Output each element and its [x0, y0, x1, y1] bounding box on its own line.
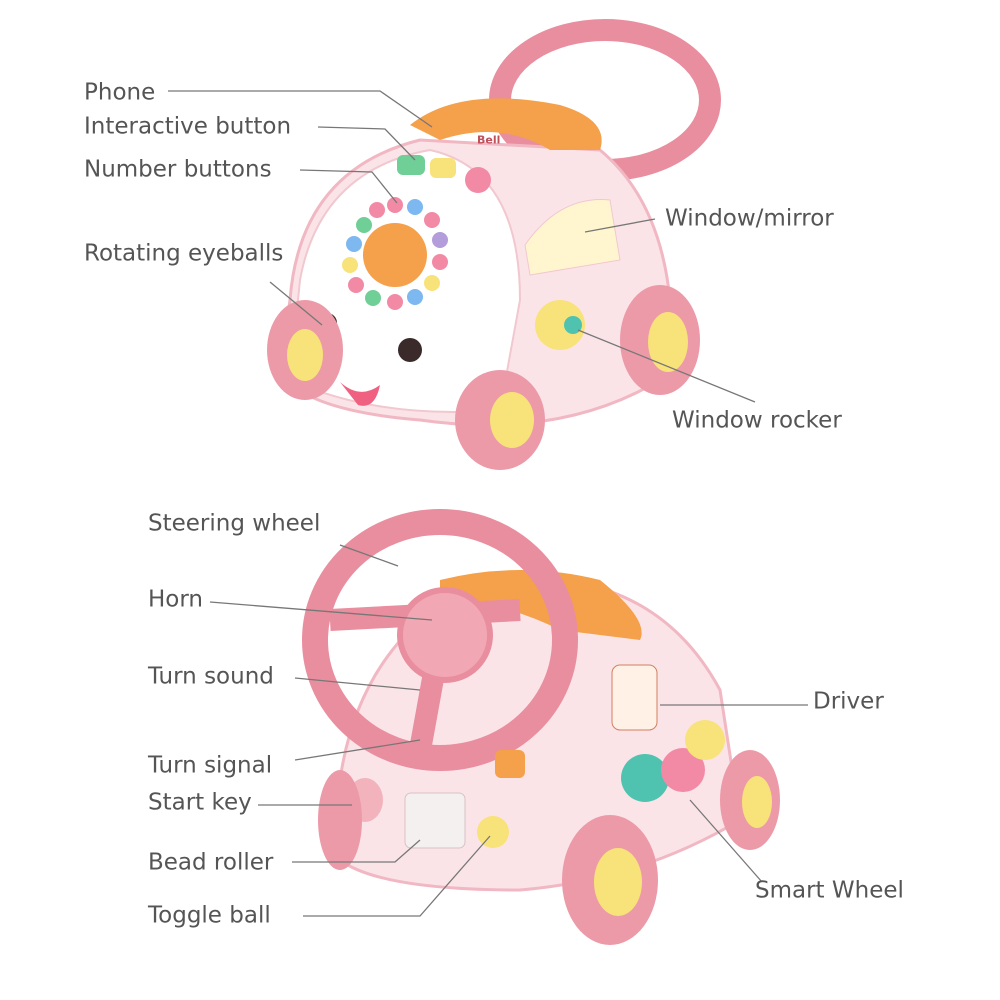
tongue — [340, 382, 380, 406]
label-horn: Horn — [148, 586, 203, 613]
label-steering-wheel: Steering wheel — [148, 510, 321, 537]
steering-wheel — [302, 509, 578, 771]
label-window-rocker: Window rocker — [672, 407, 842, 434]
number-buttons — [342, 197, 448, 310]
label-window-mirror: Window/mirror — [665, 205, 834, 232]
phone-handset — [410, 98, 602, 150]
window-rocker — [535, 300, 585, 350]
top-toy-car — [267, 19, 721, 470]
leader-rotating-eyeballs — [269, 281, 323, 326]
driver — [611, 664, 658, 731]
label-interactive-button: Interactive button — [84, 113, 292, 140]
leader-smart-wheel — [689, 799, 763, 883]
phone-brand-logo: Bell — [477, 133, 501, 147]
leader-bead-roller — [292, 839, 421, 863]
horn — [397, 587, 493, 683]
leader-phone — [168, 90, 433, 128]
leader-steering-wheel — [339, 544, 399, 567]
label-phone: Phone — [84, 79, 156, 106]
leader-toggle-ball — [303, 835, 491, 917]
leader-number-buttons — [299, 169, 398, 204]
bead-roller — [404, 792, 466, 849]
dial-center — [363, 223, 427, 287]
leader-window-rocker — [577, 329, 756, 403]
interactive-button-pink — [465, 167, 491, 193]
label-toggle-ball: Toggle ball — [148, 902, 271, 929]
window-mirror — [524, 199, 621, 276]
eyeball-right — [398, 338, 422, 362]
label-turn-signal: Turn signal — [148, 752, 273, 779]
turn-signal — [495, 750, 525, 778]
smart-wheel-gear-1 — [621, 754, 669, 802]
label-bead-roller: Bead roller — [148, 849, 274, 876]
phone-handset-rear — [440, 570, 642, 640]
window-rocker-knob — [564, 316, 582, 334]
leader-turn-sound — [294, 677, 421, 691]
leader-turn-signal — [294, 739, 421, 761]
label-rotating-eyeballs: Rotating eyeballs — [84, 240, 284, 267]
label-turn-sound: Turn sound — [148, 663, 274, 690]
smart-wheel-gear-2 — [661, 748, 705, 792]
interactive-button-yellow — [430, 158, 456, 178]
label-driver: Driver — [813, 688, 884, 715]
label-start-key: Start key — [148, 789, 252, 816]
top-wheels — [267, 285, 700, 470]
bottom-wheels — [318, 750, 780, 945]
bottom-toy-car — [302, 509, 780, 945]
leader-window-mirror — [584, 218, 656, 233]
leader-interactive-button — [317, 126, 416, 161]
leader-lines — [168, 90, 808, 917]
leader-horn — [209, 601, 433, 621]
smart-wheel-gear-3 — [685, 720, 725, 760]
label-number-buttons: Number buttons — [84, 156, 272, 183]
label-smart-wheel: Smart Wheel — [755, 877, 904, 904]
toggle-ball — [477, 816, 509, 848]
interactive-button-green — [397, 155, 425, 175]
